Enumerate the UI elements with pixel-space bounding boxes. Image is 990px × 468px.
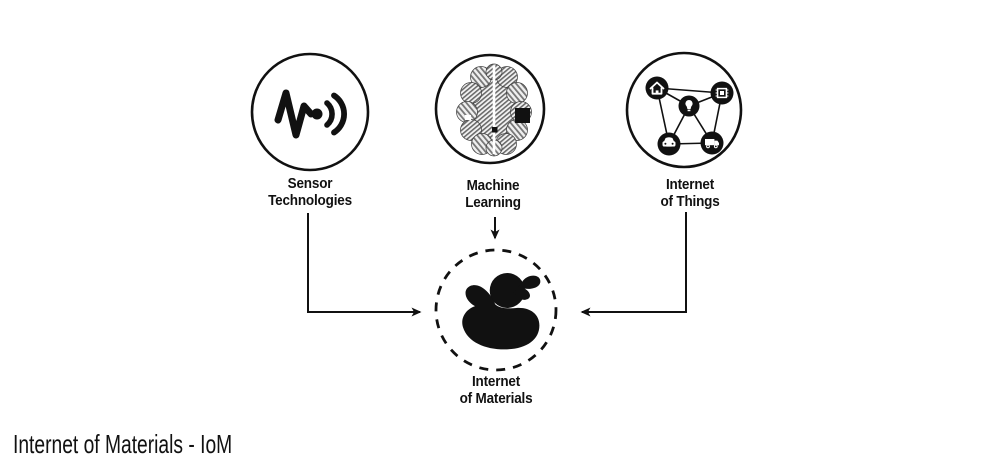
machine-learning-label: Machine Learning — [465, 177, 521, 211]
internet-of-materials-node — [434, 248, 558, 372]
dashed-circle — [434, 248, 558, 372]
page-caption: Internet of Materials - IoM — [13, 429, 233, 459]
sensor-waveform-icon — [274, 89, 347, 139]
brain-white-pad — [465, 115, 471, 120]
circuit-brain-icon — [456, 63, 532, 157]
internet-of-materials-label: Internet of Materials — [459, 373, 533, 407]
rubber-duck-icon — [462, 273, 541, 350]
arrow-sensor-to-iom — [307, 213, 422, 317]
brain-chip-square — [515, 108, 530, 123]
chip-icon — [710, 81, 734, 105]
sensor-technologies-node — [250, 52, 370, 172]
car-icon — [657, 132, 681, 156]
ml-node-circle — [434, 53, 546, 165]
arrow-iot-to-iom — [580, 212, 687, 317]
iot-network-icon — [645, 76, 734, 156]
lightbulb-icon — [678, 95, 700, 117]
brain-small-square — [492, 127, 498, 133]
house-icon — [645, 76, 669, 100]
sensor-node-circle — [250, 52, 370, 172]
sensor-technologies-label: Sensor Technologies — [268, 175, 352, 209]
machine-learning-node — [434, 53, 546, 165]
truck-icon — [700, 131, 724, 155]
iot-node-circle — [625, 51, 743, 169]
internet-of-things-label: Internet of Things — [660, 176, 720, 210]
internet-of-things-node — [625, 51, 743, 169]
